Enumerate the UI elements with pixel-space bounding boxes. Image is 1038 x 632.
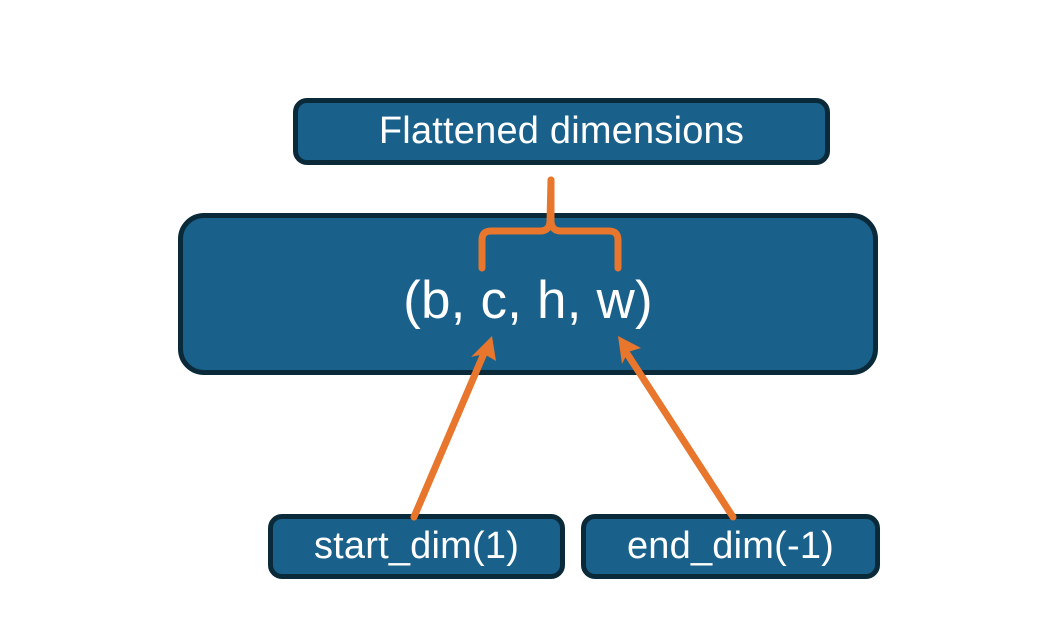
end-dim-label: end_dim(-1) — [626, 525, 835, 567]
start-dim-box: start_dim(1) — [268, 514, 565, 579]
tensor-shape-label: (b, c, h, w) — [403, 270, 653, 330]
flattened-dimensions-box: Flattened dimensions — [293, 98, 830, 165]
tensor-shape-box: (b, c, h, w) — [178, 213, 878, 375]
start-dim-label: start_dim(1) — [313, 525, 520, 567]
end-dim-box: end_dim(-1) — [581, 514, 880, 579]
flattened-dimensions-label: Flattened dimensions — [378, 110, 745, 152]
